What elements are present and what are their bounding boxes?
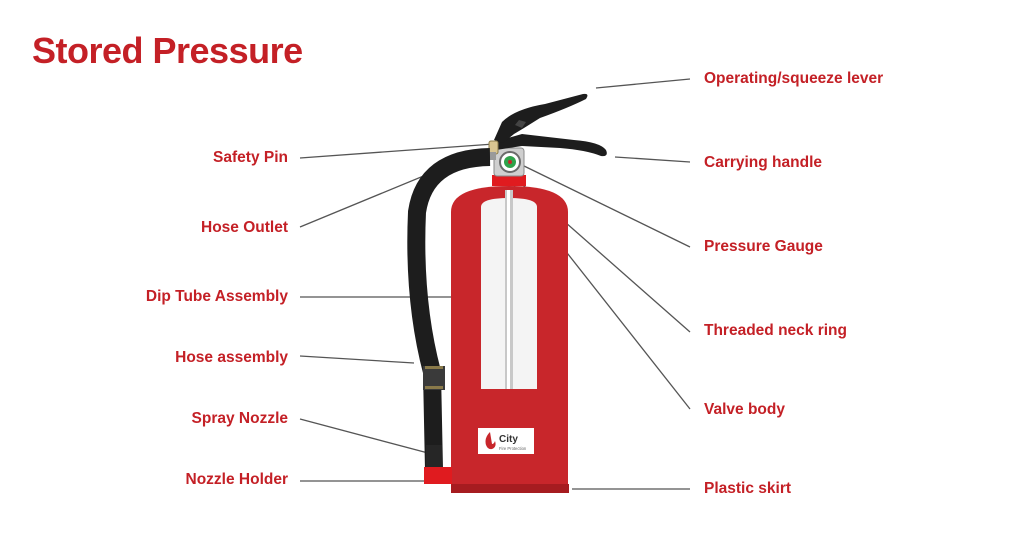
nozzle-holder (424, 467, 452, 484)
label-operating-lever: Operating/squeeze lever (704, 70, 884, 87)
hose-ferrule (423, 366, 445, 390)
threaded-neck-ring (492, 175, 526, 186)
label-carrying-handle: Carrying handle (704, 154, 822, 171)
label-threaded-neck-ring: Threaded neck ring (704, 322, 847, 339)
leader-safety-pin (299, 143, 495, 159)
label-valve-body: Valve body (704, 401, 785, 418)
logo-tagline: Fire Protection (499, 446, 527, 451)
leader-carrying-handle (614, 156, 691, 163)
label-hose-outlet: Hose Outlet (201, 219, 288, 236)
label-plastic-skirt: Plastic skirt (704, 480, 792, 497)
label-pressure-gauge: Pressure Gauge (704, 238, 823, 255)
label-nozzle-holder: Nozzle Holder (185, 471, 288, 488)
logo-name: City (499, 434, 518, 445)
flame-icon (485, 432, 496, 450)
operating-lever (494, 93, 588, 143)
leader-pressure-gauge (521, 164, 691, 248)
label-spray-nozzle: Spray Nozzle (191, 410, 288, 427)
label-safety-pin: Safety Pin (213, 149, 288, 166)
hose (407, 148, 491, 471)
carrying-handle (494, 134, 607, 157)
hose-outlet (486, 152, 496, 160)
page-title: Stored Pressure (32, 30, 303, 71)
leader-operating-lever (595, 78, 691, 89)
leader-hose-assembly (299, 355, 415, 364)
leader-spray-nozzle (299, 418, 429, 454)
plastic-skirt (451, 484, 569, 493)
label-dip-tube-assembly: Dip Tube Assembly (145, 288, 288, 305)
spray-nozzle (426, 445, 442, 467)
label-hose-assembly: Hose assembly (175, 349, 288, 366)
